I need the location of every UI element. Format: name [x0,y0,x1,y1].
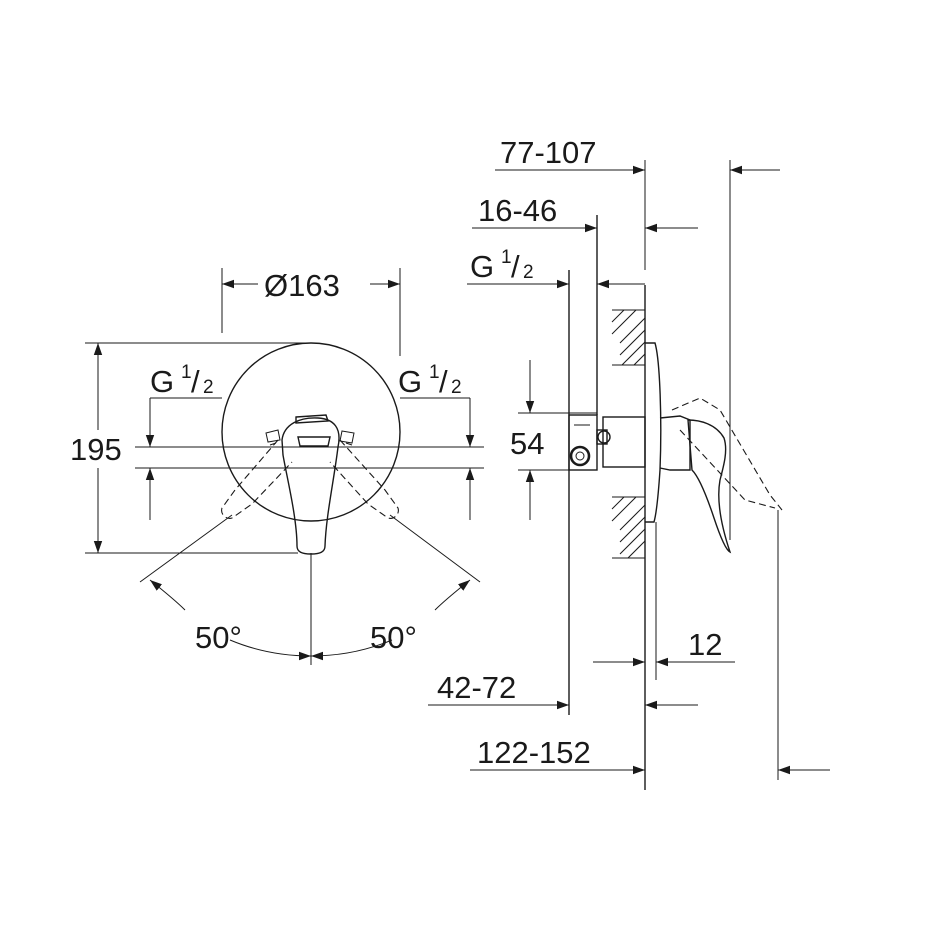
thread-left: G 1 / 2 [145,362,222,520]
handle-rotated-left [221,439,293,519]
dim-54: 54 [510,360,597,520]
side-view: 77-107 16-46 G 1 / 2 54 12 [428,135,830,790]
angle-arcs [149,579,471,661]
thread-right: G 1 / 2 [398,362,475,520]
valve-body [568,215,646,715]
svg-text:/: / [511,249,520,284]
dim-42-72-label: 42-72 [437,670,516,705]
dim-42-72: 42-72 [428,670,698,710]
angle-right-label: 50° [370,620,417,655]
svg-text:2: 2 [451,377,462,398]
svg-text:2: 2 [523,262,534,283]
svg-text:G: G [470,249,494,284]
svg-text:/: / [191,364,200,399]
height-label: 195 [70,432,122,467]
handle-rotated-right [329,439,399,519]
diameter-dimension: Ø163 [221,268,401,356]
dim-16-46-label: 16-46 [478,193,557,228]
wall-section [611,285,646,790]
dim-12-label: 12 [688,627,722,662]
diameter-label: Ø163 [264,268,340,303]
dim-77-107-label: 77-107 [500,135,597,170]
height-dimension: 195 [70,342,311,554]
dim-54-label: 54 [510,426,544,461]
svg-text:1: 1 [429,362,440,383]
side-thread: G 1 / 2 [467,247,645,289]
dim-77-107: 77-107 [495,135,780,540]
cover-plate-profile [645,342,662,523]
dim-122-152-label: 122-152 [477,735,591,770]
svg-text:/: / [439,364,448,399]
dim-122-152: 122-152 [470,510,830,780]
svg-text:1: 1 [181,362,192,383]
svg-text:G: G [398,364,422,399]
svg-text:2: 2 [203,377,214,398]
front-view: Ø163 195 G 1 / 2 G 1 [70,268,484,665]
angle-left-label: 50° [195,620,242,655]
lever-profile [659,397,783,554]
mixer-handle [265,414,355,555]
cover-plate-circle [221,342,401,522]
dim-12: 12 [593,522,735,680]
svg-text:G: G [150,364,174,399]
svg-text:1: 1 [501,247,512,268]
dim-16-46: 16-46 [472,193,698,233]
